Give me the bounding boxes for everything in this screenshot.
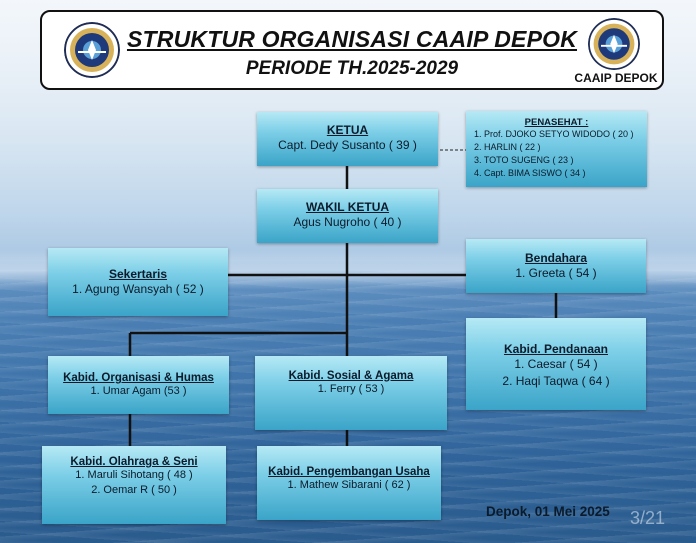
node-ketua: KETUA Capt. Dedy Susanto ( 39 ) bbox=[257, 112, 438, 166]
title-banner: STRUKTUR ORGANISASI CAAIP DEPOK PERIODE … bbox=[40, 10, 664, 90]
member-name: 3. TOTO SUGENG ( 23 ) bbox=[474, 155, 574, 165]
role-label: Kabid. Pendanaan bbox=[503, 342, 609, 356]
node-kabid-pengembangan: Kabid. Pengembangan Usaha 1. Mathew Siba… bbox=[257, 446, 441, 520]
node-kabid-sosial: Kabid. Sosial & Agama 1. Ferry ( 53 ) bbox=[255, 356, 447, 430]
node-wakil-ketua: WAKIL KETUA Agus Nugroho ( 40 ) bbox=[257, 189, 438, 243]
page-indicator: 3/21 bbox=[630, 508, 666, 528]
caaip-emblem-icon bbox=[588, 18, 640, 70]
member-name: 1. Ferry ( 53 ) bbox=[317, 383, 385, 395]
member-name: Agus Nugroho ( 40 ) bbox=[293, 215, 402, 229]
role-label: Sekertaris bbox=[108, 267, 168, 281]
member-name: 1. Umar Agam (53 ) bbox=[90, 385, 187, 397]
member-name: 1. Prof. DJOKO SETYO WIDODO ( 20 ) bbox=[474, 129, 634, 139]
caaip-emblem-icon bbox=[64, 22, 120, 78]
page-title: STRUKTUR ORGANISASI CAAIP DEPOK bbox=[126, 26, 578, 52]
role-label: Kabid. Organisasi & Humas bbox=[63, 372, 214, 384]
role-label: Kabid. Olahraga & Seni bbox=[70, 456, 198, 468]
member-name: 1. Mathew Sibarani ( 62 ) bbox=[287, 479, 411, 491]
node-sekertaris: Sekertaris 1. Agung Wansyah ( 52 ) bbox=[48, 248, 228, 316]
role-label: Kabid. Pengembangan Usaha bbox=[268, 466, 430, 478]
node-kabid-organisasi: Kabid. Organisasi & Humas 1. Umar Agam (… bbox=[48, 356, 229, 414]
role-label: Kabid. Sosial & Agama bbox=[288, 370, 414, 382]
role-label: WAKIL KETUA bbox=[305, 200, 390, 214]
member-name: 4. Capt. BIMA SISWO ( 34 ) bbox=[474, 168, 586, 178]
member-name: 2. Oemar R ( 50 ) bbox=[91, 484, 177, 496]
node-kabid-pendanaan: Kabid. Pendanaan 1. Caesar ( 54 ) 2. Haq… bbox=[466, 318, 646, 410]
period-subtitle: PERIODE TH.2025-2029 bbox=[245, 58, 459, 79]
member-name: 1. Caesar ( 54 ) bbox=[514, 357, 598, 371]
document-date: Depok, 01 Mei 2025 bbox=[486, 504, 610, 519]
member-name: Capt. Dedy Susanto ( 39 ) bbox=[278, 138, 417, 152]
node-penasehat: PENASEHAT : 1. Prof. DJOKO SETYO WIDODO … bbox=[466, 111, 647, 187]
role-label: Bendahara bbox=[524, 251, 588, 265]
member-name: 2. Haqi Taqwa ( 64 ) bbox=[502, 374, 610, 388]
role-label: KETUA bbox=[326, 123, 369, 137]
member-name: 1. Agung Wansyah ( 52 ) bbox=[72, 282, 204, 296]
node-kabid-olahraga: Kabid. Olahraga & Seni 1. Maruli Sihotan… bbox=[42, 446, 226, 524]
member-name: 2. HARLIN ( 22 ) bbox=[474, 142, 541, 152]
member-name: 1. Maruli Sihotang ( 48 ) bbox=[75, 469, 193, 481]
node-bendahara: Bendahara 1. Greeta ( 54 ) bbox=[466, 239, 646, 293]
logo-caption: CAAIP DEPOK bbox=[574, 71, 658, 85]
member-name: 1. Greeta ( 54 ) bbox=[515, 266, 597, 280]
role-label: PENASEHAT : bbox=[524, 117, 589, 128]
